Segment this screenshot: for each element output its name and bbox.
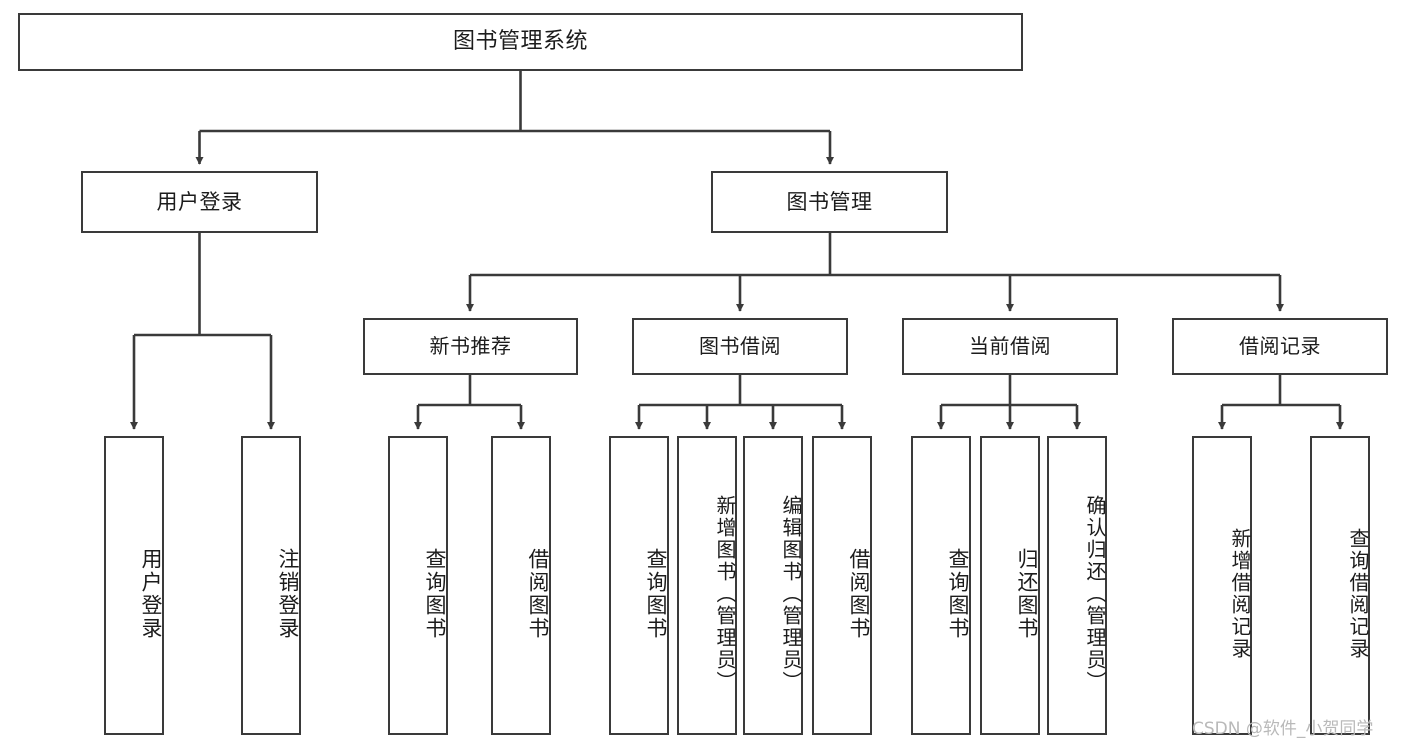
leaf-add-book-admin[interactable]: 新增图书（管理员） [677,436,737,735]
node-user-login[interactable]: 用户登录 [81,171,318,233]
node-label: 图书借阅 [699,333,781,358]
node-label: 编辑图书（管理员） [779,494,803,693]
node-label: 注销登录 [276,547,300,640]
leaf-query-book-current[interactable]: 查询图书 [911,436,971,735]
node-book-management[interactable]: 图书管理 [711,171,948,233]
node-label: 归还图书 [1015,547,1039,640]
node-label: 当前借阅 [969,333,1051,358]
node-label: 新书推荐 [429,333,512,358]
leaf-confirm-return-admin[interactable]: 确认归还（管理员） [1047,436,1107,735]
node-label: 查询图书 [946,547,970,640]
node-current-borrow[interactable]: 当前借阅 [902,318,1118,375]
leaf-query-book-borrow[interactable]: 查询图书 [609,436,669,735]
node-label: 借阅记录 [1239,333,1321,358]
leaf-add-borrow-record[interactable]: 新增借阅记录 [1192,436,1252,735]
leaf-query-borrow-record[interactable]: 查询借阅记录 [1310,436,1370,735]
node-label: 查询图书 [644,547,668,640]
node-book-borrow[interactable]: 图书借阅 [632,318,848,375]
leaf-user-logout[interactable]: 注销登录 [241,436,301,735]
node-label: 查询图书 [423,547,447,640]
leaf-borrow-book-recommend[interactable]: 借阅图书 [491,436,551,735]
leaf-edit-book-admin[interactable]: 编辑图书（管理员） [743,436,803,735]
leaf-return-book[interactable]: 归还图书 [980,436,1040,735]
node-label: 借阅图书 [526,547,550,640]
node-label: 新增借阅记录 [1228,527,1252,660]
node-label: 图书管理系统 [452,29,588,55]
leaf-borrow-book[interactable]: 借阅图书 [812,436,872,735]
node-label: 新增图书（管理员） [713,494,737,693]
node-label: 用户登录 [156,189,243,214]
node-label: 用户登录 [139,547,163,640]
node-borrow-record[interactable]: 借阅记录 [1172,318,1388,375]
watermark-text: CSDN @软件_小贺同学 [1192,719,1374,739]
leaf-query-book-recommend[interactable]: 查询图书 [388,436,448,735]
node-root-system[interactable]: 图书管理系统 [18,13,1023,71]
leaf-user-login[interactable]: 用户登录 [104,436,164,735]
node-new-book-recommend[interactable]: 新书推荐 [363,318,578,375]
node-label: 图书管理 [786,189,873,214]
node-label: 借阅图书 [847,547,871,640]
node-label: 确认归还（管理员） [1083,494,1107,693]
node-label: 查询借阅记录 [1346,527,1370,660]
